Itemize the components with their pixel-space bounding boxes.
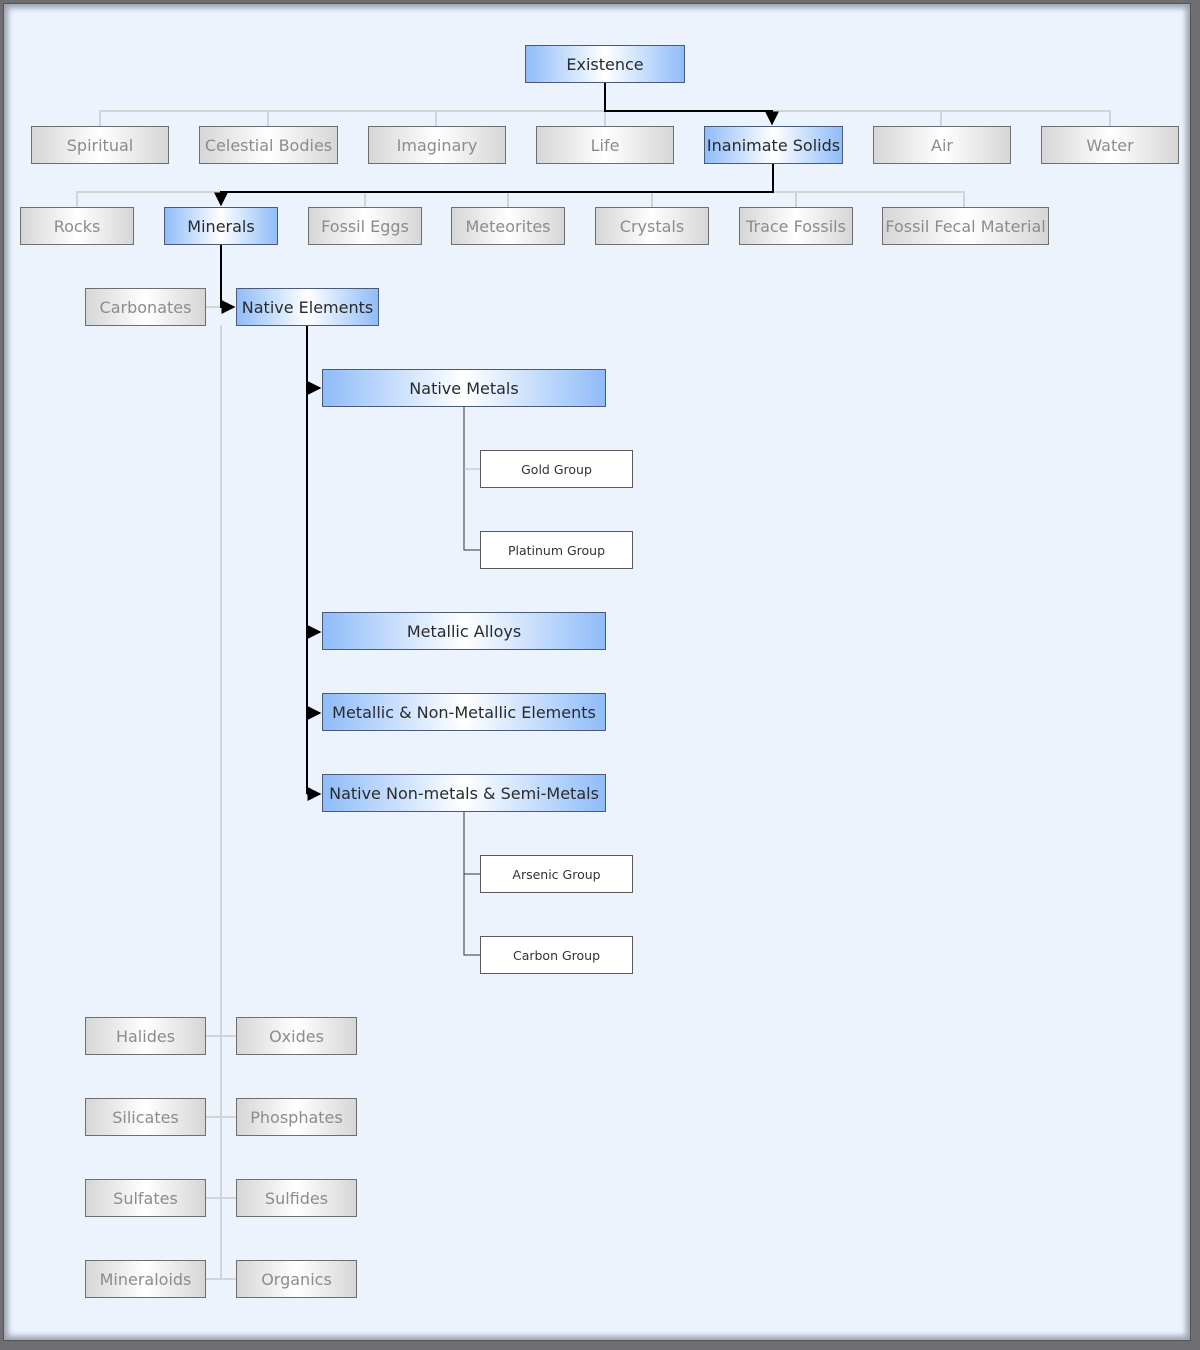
node-sulfates[interactable]: Sulfates (85, 1179, 206, 1217)
node-spiritual[interactable]: Spiritual (31, 126, 169, 164)
node-gold-group[interactable]: Gold Group (480, 450, 633, 488)
node-water[interactable]: Water (1041, 126, 1179, 164)
node-organics[interactable]: Organics (236, 1260, 357, 1298)
node-mineraloids[interactable]: Mineraloids (85, 1260, 206, 1298)
node-native-elements[interactable]: Native Elements (236, 288, 379, 326)
node-celestial-bodies[interactable]: Celestial Bodies (199, 126, 338, 164)
node-rocks[interactable]: Rocks (20, 207, 134, 245)
node-inanimate-solids[interactable]: Inanimate Solids (704, 126, 843, 164)
node-fossil-eggs[interactable]: Fossil Eggs (308, 207, 422, 245)
node-meteorites[interactable]: Meteorites (451, 207, 565, 245)
node-oxides[interactable]: Oxides (236, 1017, 357, 1055)
node-silicates[interactable]: Silicates (85, 1098, 206, 1136)
node-native-nonmetals-semimetals[interactable]: Native Non-metals & Semi-Metals (322, 774, 606, 812)
node-sulfides[interactable]: Sulfides (236, 1179, 357, 1217)
node-metallic-alloys[interactable]: Metallic Alloys (322, 612, 606, 650)
node-crystals[interactable]: Crystals (595, 207, 709, 245)
node-carbon-group[interactable]: Carbon Group (480, 936, 633, 974)
node-arsenic-group[interactable]: Arsenic Group (480, 855, 633, 893)
node-native-metals[interactable]: Native Metals (322, 369, 606, 407)
group-connectors (463, 407, 480, 956)
node-imaginary[interactable]: Imaginary (368, 126, 506, 164)
node-life[interactable]: Life (536, 126, 674, 164)
node-minerals[interactable]: Minerals (164, 207, 278, 245)
node-metallic-non-metallic-elements[interactable]: Metallic & Non-Metallic Elements (322, 693, 606, 731)
node-existence[interactable]: Existence (525, 45, 685, 83)
active-connectors (214, 82, 779, 801)
node-platinum-group[interactable]: Platinum Group (480, 531, 633, 569)
node-air[interactable]: Air (873, 126, 1011, 164)
node-halides[interactable]: Halides (85, 1017, 206, 1055)
node-carbonates[interactable]: Carbonates (85, 288, 206, 326)
node-trace-fossils[interactable]: Trace Fossils (739, 207, 853, 245)
node-phosphates[interactable]: Phosphates (236, 1098, 357, 1136)
node-fossil-fecal-material[interactable]: Fossil Fecal Material (882, 207, 1049, 245)
